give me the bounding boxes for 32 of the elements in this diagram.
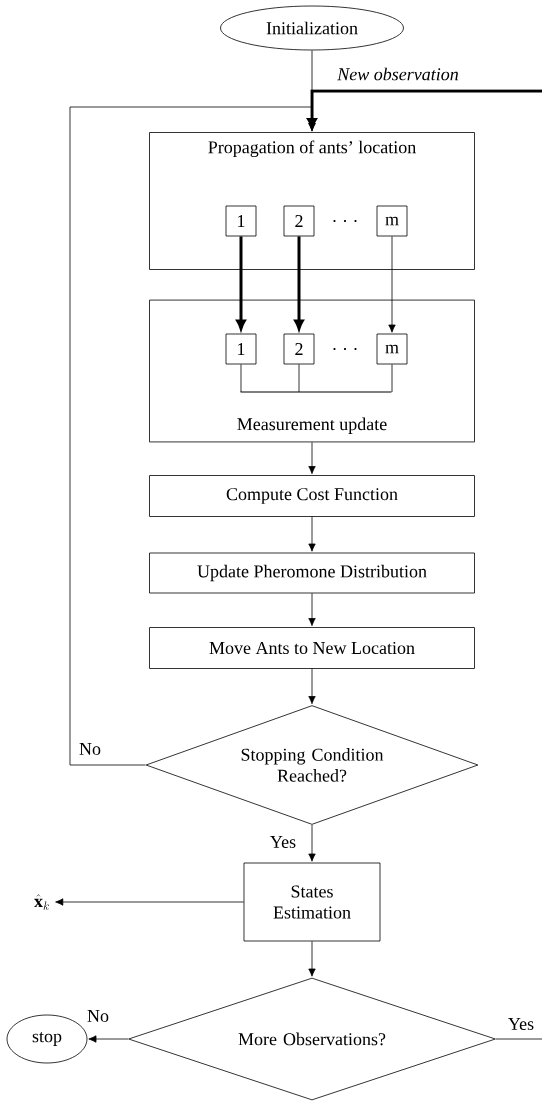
- arrow: [69, 106, 316, 766]
- connector-line: [240, 364, 242, 393]
- edge-label: Yes: [506, 1017, 536, 1031]
- arrow: [388, 236, 396, 333]
- arrow: [55, 898, 244, 906]
- connector-line: [391, 364, 393, 393]
- ant-box: 2: [283, 205, 315, 237]
- process-box: Move Ants to New Location: [149, 627, 475, 669]
- edge-label: Yes: [268, 835, 298, 849]
- arrow: [308, 441, 316, 475]
- estimate-formula: $\hat{\mathbf{x}}_k$: [34, 894, 49, 910]
- ant-box: m: [376, 205, 408, 237]
- arrow: [308, 516, 316, 552]
- arrow: [308, 824, 316, 862]
- edge-label: No: [78, 742, 102, 756]
- edge-label: New observation: [336, 66, 460, 82]
- connector-line: [298, 364, 300, 393]
- ant-box: 1: [225, 205, 257, 237]
- process-box: Update Pheromone Distribution: [149, 552, 475, 594]
- ant-box: 2: [283, 333, 315, 365]
- arrow: [308, 593, 316, 627]
- connector-line: [495, 1038, 542, 1040]
- arrow: [308, 668, 316, 705]
- ellipsis-dots: . . .: [333, 219, 357, 223]
- arrow: [88, 1035, 129, 1043]
- ant-box: m: [376, 333, 408, 365]
- process-box: Compute Cost Function: [149, 475, 475, 517]
- ellipsis-dots: . . .: [333, 347, 357, 351]
- edge-label: No: [86, 1009, 110, 1023]
- ant-box: 1: [225, 333, 257, 365]
- arrow: [308, 941, 316, 977]
- process-box: States Estimation: [243, 862, 381, 942]
